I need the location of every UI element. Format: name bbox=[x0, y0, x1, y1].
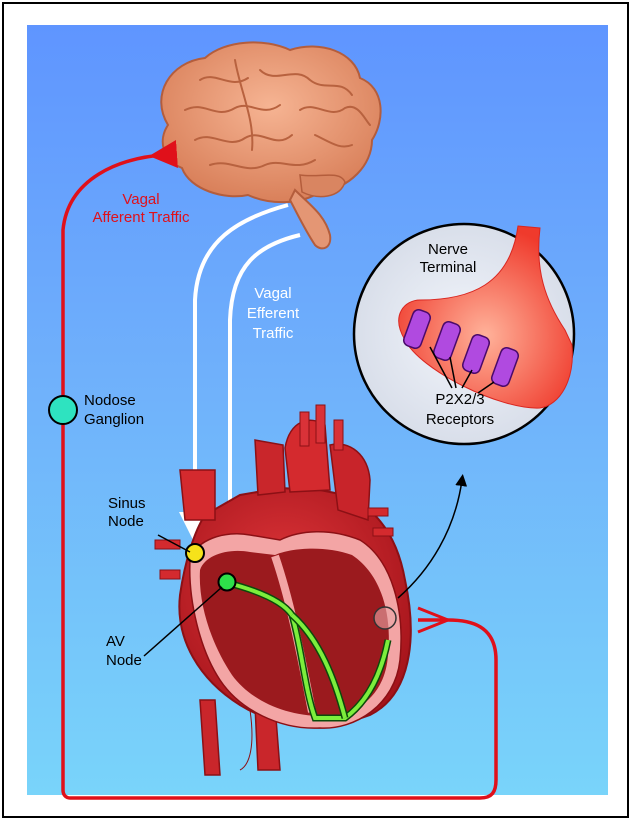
sinus-label-line2: Node bbox=[108, 513, 144, 530]
av-label-line2: Node bbox=[106, 652, 142, 669]
sinus-label-line1: Sinus bbox=[108, 495, 146, 512]
nerve-fibers bbox=[418, 608, 448, 632]
receptor-label-line1: P2X2/3 bbox=[435, 391, 484, 408]
nodose-label-line1: Nodose bbox=[84, 392, 136, 409]
sinus-node bbox=[186, 544, 204, 562]
nodose-ganglion bbox=[49, 396, 77, 424]
efferent-label-line3: Traffic bbox=[253, 325, 294, 342]
terminal-marker bbox=[374, 607, 396, 629]
terminal-zoom-arrow bbox=[398, 480, 462, 598]
afferent-label-line2: Afferent Traffic bbox=[93, 209, 190, 226]
efferent-label-line2: Efferent bbox=[247, 305, 300, 322]
receptor-label-line2: Receptors bbox=[426, 411, 494, 428]
efferent-label-line1: Vagal bbox=[254, 285, 291, 302]
brain-icon bbox=[161, 42, 380, 248]
terminal-label-line1: Nerve bbox=[428, 241, 468, 258]
afferent-label-line1: Vagal bbox=[122, 191, 159, 208]
nodose-label-line2: Ganglion bbox=[84, 411, 144, 428]
terminal-label-line2: Terminal bbox=[420, 259, 477, 276]
av-label-line1: AV bbox=[106, 633, 125, 650]
